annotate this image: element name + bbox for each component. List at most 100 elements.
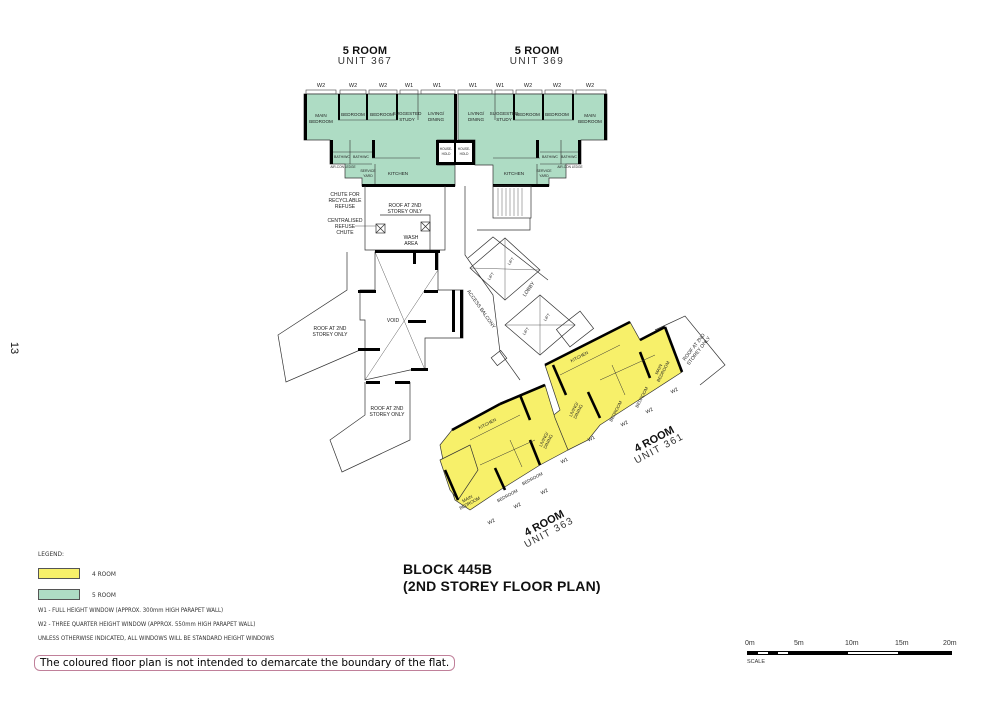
room-label: MAIN bbox=[461, 494, 473, 504]
annotation-centralised-chute: CENTRALISED bbox=[327, 218, 362, 224]
window-label: W1 bbox=[433, 83, 441, 89]
legend-item-4-room: 4 ROOM bbox=[38, 568, 274, 579]
annotation-void: VOID bbox=[387, 318, 400, 324]
unit-369-heading: 5 ROOM UNIT 369 bbox=[502, 46, 572, 67]
room-label: BATH/WC bbox=[561, 155, 577, 159]
common-heavy-walls bbox=[358, 250, 463, 384]
room-label: LIVING/ bbox=[428, 111, 445, 116]
unit-number: UNIT 369 bbox=[509, 56, 565, 67]
room-label: MAIN bbox=[584, 113, 595, 118]
window-label: W2 bbox=[645, 407, 655, 416]
window-label: W1 bbox=[469, 83, 477, 89]
scale-tick: 5m bbox=[794, 640, 804, 647]
room-label: STUDY bbox=[399, 117, 415, 122]
legend-heading: LEGEND: bbox=[38, 550, 65, 558]
scale-label: SCALE bbox=[747, 659, 766, 665]
plan-title: BLOCK 445B (2ND STOREY FLOOR PLAN) bbox=[403, 561, 601, 595]
scale-tick: 20m bbox=[943, 640, 957, 647]
unit-type: 5 ROOM bbox=[514, 45, 560, 57]
four-room-block: KITCHEN LIVING/DINING BEDROOM BEDROOM MA… bbox=[439, 320, 684, 527]
legend-swatch-yellow bbox=[38, 568, 80, 579]
window-label: W2 bbox=[317, 83, 325, 89]
legend-swatch-green bbox=[38, 589, 80, 600]
plan-subtitle: (2ND STOREY FLOOR PLAN) bbox=[403, 578, 601, 594]
annotation-lift: LIFT bbox=[506, 256, 515, 266]
room-label: LIVING/ bbox=[468, 111, 485, 116]
room-label: DINING bbox=[542, 433, 554, 449]
annotation-wash-area: AREA bbox=[404, 241, 418, 247]
scale-tick: 15m bbox=[895, 640, 909, 647]
five-room-block: W2 W2 W2 W1 W1 W1 W1 W2 W2 W2 bbox=[303, 83, 608, 187]
annotation-roof: STOREY ONLY bbox=[312, 332, 348, 338]
room-label: STUDY bbox=[496, 117, 512, 122]
legend-label: 5 ROOM bbox=[92, 590, 116, 599]
unit-number: UNIT 367 bbox=[337, 56, 393, 67]
annotation-roof: STOREY ONLY bbox=[369, 412, 405, 418]
annotation-chute-recyclable: CHUTE FOR bbox=[330, 192, 360, 198]
room-label: HOUSE- bbox=[458, 147, 470, 151]
annotation-lift: LIFT bbox=[521, 326, 530, 336]
room-label: HOUSE- bbox=[440, 147, 452, 151]
legend-note-standard: UNLESS OTHERWISE INDICATED, ALL WINDOWS … bbox=[38, 635, 275, 642]
legend-note-w1: W1 - FULL HEIGHT WINDOW (APPROX. 300mm H… bbox=[38, 607, 224, 614]
legend-note-w2: W2 - THREE QUARTER HEIGHT WINDOW (APPROX… bbox=[38, 621, 256, 628]
room-label: SERVICE bbox=[360, 169, 376, 173]
window-label: W2 bbox=[379, 83, 387, 89]
annotation-roof: ROOF AT 2ND bbox=[371, 406, 404, 412]
unit-type: 5 ROOM bbox=[342, 45, 388, 57]
scale-bar: 0m 5m 10m 15m 20m SCALE bbox=[745, 640, 970, 670]
room-label: SERVICE bbox=[536, 169, 552, 173]
window-label: W2 bbox=[670, 387, 680, 396]
room-label: BATH/WC bbox=[334, 155, 350, 159]
window-label: W2 bbox=[487, 518, 497, 527]
room-label: BEDROOM bbox=[341, 112, 365, 117]
annotation-wash-area: WASH bbox=[404, 235, 419, 241]
annotation-roof: STOREY ONLY bbox=[387, 209, 423, 215]
window-label: W2 bbox=[540, 488, 550, 497]
annotation-roof: ROOF AT 2ND bbox=[314, 326, 347, 332]
disclaimer-note: The coloured floor plan is not intended … bbox=[34, 655, 456, 671]
room-label: HOLD bbox=[442, 152, 452, 156]
block-name: BLOCK 445B bbox=[403, 561, 493, 577]
window-label: W2 bbox=[349, 83, 357, 89]
annotation-lift: LIFT bbox=[542, 312, 551, 322]
scale-tick: 10m bbox=[845, 640, 859, 647]
annotation-roof: ROOF AT 2ND bbox=[389, 203, 422, 209]
room-label: YARD bbox=[363, 174, 373, 178]
annotation-lobby: LOBBY bbox=[522, 280, 537, 298]
room-label: BEDROOM bbox=[370, 112, 394, 117]
scale-bar-line bbox=[747, 651, 952, 655]
annotation-centralised-chute: CHUTE bbox=[336, 230, 354, 236]
window-label: W2 bbox=[513, 502, 523, 511]
window-label: W1 bbox=[496, 83, 504, 89]
annotation-chute-recyclable: REFUSE bbox=[335, 204, 356, 210]
room-label: LIVING/ bbox=[568, 401, 580, 418]
room-label: MAIN bbox=[315, 113, 326, 118]
window-label: W2 bbox=[553, 83, 561, 89]
window-label: W2 bbox=[586, 83, 594, 89]
room-label: YARD bbox=[539, 174, 549, 178]
room-label: BATH/WC bbox=[353, 155, 369, 159]
annotation-lift: LIFT bbox=[486, 271, 495, 281]
room-label: DINING bbox=[428, 117, 445, 122]
room-label: DINING bbox=[468, 117, 485, 122]
legend-item-5-room: 5 ROOM bbox=[38, 589, 274, 600]
room-label: HOLD bbox=[460, 152, 470, 156]
room-label: AIR-CON LEDGE bbox=[330, 165, 355, 169]
room-label: BATH/WC bbox=[542, 155, 558, 159]
window-label: W1 bbox=[560, 457, 570, 466]
room-label: SUGGESTED bbox=[490, 111, 520, 116]
legend-label: 4 ROOM bbox=[92, 569, 116, 578]
window-label: W1 bbox=[405, 83, 413, 89]
annotation-centralised-chute: REFUSE bbox=[335, 224, 356, 230]
window-label: W1 bbox=[587, 435, 597, 444]
room-label: SUGGESTED bbox=[393, 111, 423, 116]
legend: LEGEND: 4 ROOM 5 ROOM W1 - FULL HEIGHT W… bbox=[38, 550, 274, 642]
room-label: BEDROOM bbox=[516, 112, 540, 117]
unit-367-heading: 5 ROOM UNIT 367 bbox=[330, 46, 400, 67]
room-label: BEDROOM bbox=[545, 112, 569, 117]
room-label: MAIN bbox=[654, 363, 663, 375]
annotation-access-balcony: ACCESS BALCONY bbox=[465, 289, 497, 331]
room-label: KITCHEN bbox=[504, 171, 524, 176]
